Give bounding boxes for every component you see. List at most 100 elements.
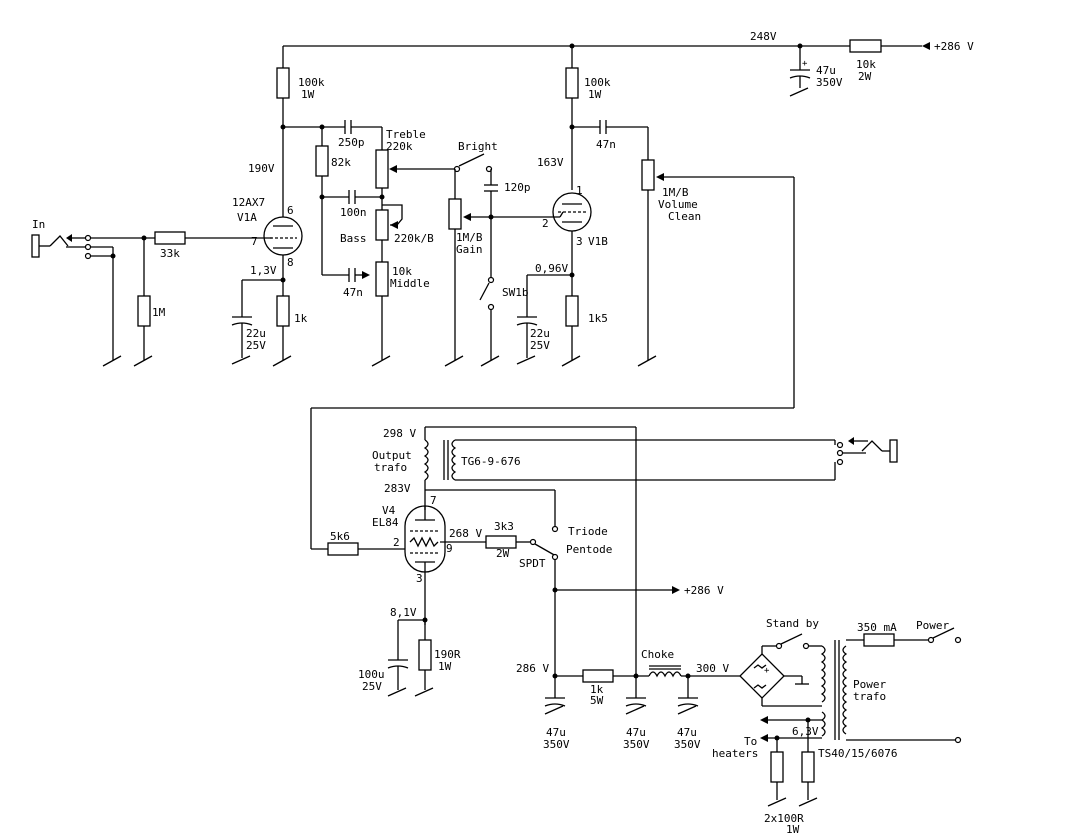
label-v163: 163V xyxy=(537,156,564,169)
label-treble-value: 220k xyxy=(386,140,413,153)
label-r100k-b-watt: 1W xyxy=(588,88,602,101)
label-el84: EL84 xyxy=(372,516,399,529)
label-bass: Bass xyxy=(340,232,367,245)
label-pin9b: 9 xyxy=(446,542,453,555)
label-r1m: 1M xyxy=(152,306,166,319)
label-bright: Bright xyxy=(458,140,498,153)
bridge-plus: + xyxy=(764,666,770,676)
label-choke: Choke xyxy=(641,648,674,661)
volume-to-power-wire xyxy=(310,407,794,556)
label-otrafo1: Output xyxy=(372,449,412,462)
label-tube-a: 12AX7 xyxy=(232,196,265,209)
label-fuse: 350 mA xyxy=(857,621,897,634)
label-r1k-5w: 1k xyxy=(590,683,604,696)
label-v1a: V1A xyxy=(237,211,257,224)
label-r100k-a-watt: 1W xyxy=(301,88,315,101)
label-gain: 1M/B xyxy=(456,231,483,244)
label-r10k: 10k xyxy=(856,58,876,71)
label-v300: 300 V xyxy=(696,662,729,675)
output-trafo xyxy=(423,426,898,676)
label-c47n-a: 47n xyxy=(596,138,616,151)
label-c47-c: 47u xyxy=(677,726,697,739)
label-r1k: 1k xyxy=(294,312,308,325)
label-vol: 1M/B xyxy=(662,186,689,199)
label-v190: 190V xyxy=(248,162,275,175)
label-otrafo2: trafo xyxy=(374,461,407,474)
label-r100k-b: 100k xyxy=(584,76,611,89)
label-r190: 190R xyxy=(434,648,461,661)
label-plus286-mid: +286 V xyxy=(684,584,724,597)
label-v1b: V1B xyxy=(588,235,608,248)
label-r82k: 82k xyxy=(331,156,351,169)
label-to-heaters1: To xyxy=(744,735,757,748)
label-vol3: Clean xyxy=(668,210,701,223)
label-c100u: 100u xyxy=(358,668,385,681)
label-middle: Middle xyxy=(390,277,430,290)
plus-sign: + xyxy=(802,59,808,69)
label-r2x100-watt: 1W xyxy=(786,823,800,835)
r100k-v1a xyxy=(276,67,345,205)
label-v63: 6,3V xyxy=(792,725,819,738)
label-sw1b: SW1b xyxy=(502,286,529,299)
label-c47-b: 47u xyxy=(626,726,646,739)
label-r10k-middle: 10k xyxy=(392,265,412,278)
tone-stack xyxy=(315,120,455,367)
label-r10k-watt: 2W xyxy=(858,70,872,83)
label-ptrafo1: Power xyxy=(853,678,886,691)
label-pin3b: 3 xyxy=(416,572,423,585)
label-gain2: Gain xyxy=(456,243,483,256)
label-c47-c-volt: 350V xyxy=(674,738,701,751)
label-c47-a-volt: 350V xyxy=(543,738,570,751)
label-r3k3: 3k3 xyxy=(494,520,514,533)
input-v1a-section xyxy=(31,205,303,367)
label-r1k5: 1k5 xyxy=(588,312,608,325)
rectifier-power-trafo: + xyxy=(739,627,962,807)
label-to-heaters2: heaters xyxy=(712,747,758,760)
label-pin3: 3 xyxy=(576,235,583,248)
label-v298: 298 V xyxy=(383,427,416,440)
label-pin6: 6 xyxy=(287,204,294,217)
label-ptrafo2: trafo xyxy=(853,690,886,703)
label-v248: 248V xyxy=(750,30,777,43)
label-bass-value: 220k/B xyxy=(394,232,434,245)
label-triode: Triode xyxy=(568,525,608,538)
label-pin2: 2 xyxy=(542,217,549,230)
label-plus286-top: +286 V xyxy=(934,40,974,53)
label-c47n-b: 47n xyxy=(343,286,363,299)
label-vol2: Volume xyxy=(658,198,698,211)
v1b-section xyxy=(516,46,795,408)
label-r1k-5w-watt: 5W xyxy=(590,694,604,707)
label-r33k: 33k xyxy=(160,247,180,260)
label-v4: V4 xyxy=(382,504,396,517)
label-r5k6: 5k6 xyxy=(330,530,350,543)
label-r100k-a: 100k xyxy=(298,76,325,89)
label-v286-b: 286 V xyxy=(516,662,549,675)
label-v268: 268 V xyxy=(449,527,482,540)
label-r190-watt: 1W xyxy=(438,660,452,673)
label-power: Power xyxy=(916,619,949,632)
label-c22u-b-volt: 25V xyxy=(530,339,550,352)
label-c47-top: 47u xyxy=(816,64,836,77)
label-pin7b: 7 xyxy=(430,494,437,507)
label-pin7: 7 xyxy=(251,235,258,248)
label-treble: Treble xyxy=(386,128,426,141)
label-r2x100: 2x100R xyxy=(764,812,804,825)
label-v096: 0,96V xyxy=(535,262,568,275)
label-pin1: 1 xyxy=(576,184,583,197)
label-spdt: SPDT xyxy=(519,557,546,570)
label-pin8: 8 xyxy=(287,256,294,269)
bright-gain-section xyxy=(444,153,560,367)
label-ts40: TS40/15/6076 xyxy=(818,747,897,760)
label-v81: 8,1V xyxy=(390,606,417,619)
label-c47-top-volt: 350V xyxy=(816,76,843,89)
label-c22u-a: 22u xyxy=(246,327,266,340)
label-tg: TG6-9-676 xyxy=(461,455,521,468)
label-input: In xyxy=(32,218,45,231)
label-c120p: 120p xyxy=(504,181,531,194)
top-supply-rail xyxy=(282,39,930,97)
el84-tube xyxy=(387,489,680,697)
label-c100u-volt: 25V xyxy=(362,680,382,693)
label-c47-a: 47u xyxy=(546,726,566,739)
label-pentode: Pentode xyxy=(566,543,612,556)
